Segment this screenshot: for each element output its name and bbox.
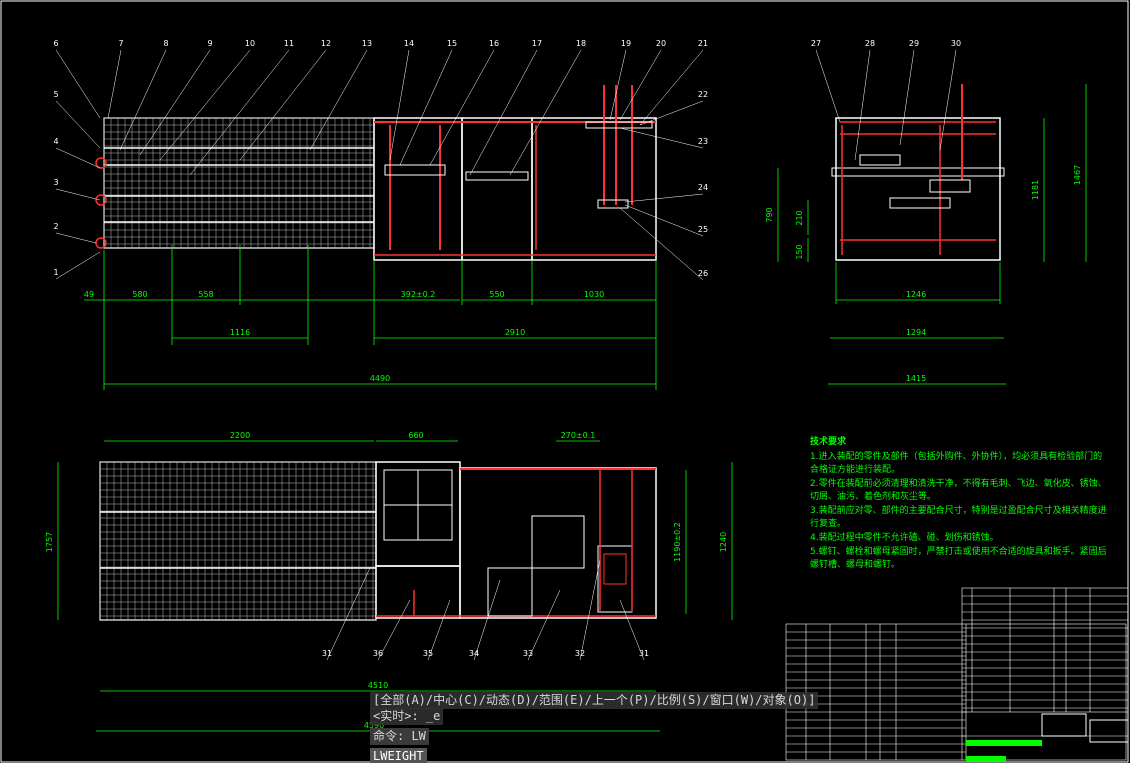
technical-notes: 技术要求 1.进入装配的零件及部件（包括外购件、外协件），均必须具有检验部门的合… xyxy=(810,436,1110,573)
note-item: 3.装配前应对零、部件的主要配合尺寸，特别是过盈配合尺寸及相关精度进行复查。 xyxy=(810,506,1107,529)
balloon-6: 6 xyxy=(53,39,58,48)
balloon-28: 28 xyxy=(865,39,875,48)
balloon-12: 12 xyxy=(321,39,331,48)
dim-1030: 1030 xyxy=(584,290,604,299)
dim-1190: 1190±0.2 xyxy=(673,522,682,562)
dim-49: 49 xyxy=(84,290,94,299)
balloon-18: 18 xyxy=(576,39,586,48)
notes-title: 技术要求 xyxy=(810,437,847,447)
dim-550: 550 xyxy=(489,290,504,299)
balloon-15: 15 xyxy=(447,39,457,48)
dim-1116: 1116 xyxy=(230,328,250,337)
balloon-30: 30 xyxy=(951,39,961,48)
balloon-11: 11 xyxy=(284,39,294,48)
dim-660: 660 xyxy=(408,431,423,440)
balloon-32: 32 xyxy=(575,649,585,658)
front-frame-section-a xyxy=(373,117,463,261)
dim-4510: 4510 xyxy=(368,681,388,690)
balloon-1: 1 xyxy=(53,268,58,277)
balloon-20: 20 xyxy=(656,39,666,48)
dim-790: 790 xyxy=(765,207,774,222)
balloon-4: 4 xyxy=(53,137,58,146)
dim-1294: 1294 xyxy=(906,328,926,337)
dim-4490: 4490 xyxy=(370,374,390,383)
dim-392: 392±0.2 xyxy=(401,290,436,299)
balloon-29: 29 xyxy=(909,39,919,48)
front-view[interactable]: 49 580 558 392±0.2 550 1030 1116 2910 44… xyxy=(53,39,708,390)
balloon-26: 26 xyxy=(698,269,708,278)
balloon-31: 31 xyxy=(322,649,332,658)
front-frame-section-c xyxy=(531,117,657,261)
note-item: 5.螺钉、螺栓和螺母紧固时，严禁打击或使用不合适的旋具和扳手。紧固后螺钉槽、螺母… xyxy=(810,547,1107,570)
dim-1467: 1467 xyxy=(1073,165,1082,185)
balloon-23: 23 xyxy=(698,137,708,146)
note-item: 4.装配过程中零件不允许磕、碰、划伤和锈蚀。 xyxy=(810,533,999,543)
balloon-22: 22 xyxy=(698,90,708,99)
balloon-34: 34 xyxy=(469,649,479,658)
dim-558: 558 xyxy=(198,290,213,299)
front-frame-section-b xyxy=(461,117,533,261)
balloon-21: 21 xyxy=(698,39,708,48)
balloon-35: 35 xyxy=(423,649,433,658)
dim-1757: 1757 xyxy=(45,532,54,552)
balloon-13: 13 xyxy=(362,39,372,48)
dim-270: 270±0.1 xyxy=(561,431,596,440)
command-history-line-1: [全部(A)/中心(C)/动态(D)/范围(E)/上一个(P)/比例(S)/窗口… xyxy=(370,692,819,709)
dim-2200: 2200 xyxy=(230,431,250,440)
balloon-33: 33 xyxy=(523,649,533,658)
balloon-7: 7 xyxy=(118,39,123,48)
balloon-14: 14 xyxy=(404,39,414,48)
balloon-24: 24 xyxy=(698,183,708,192)
balloon-19: 19 xyxy=(621,39,631,48)
command-prompt: 命令: LW xyxy=(370,728,429,745)
balloon-8: 8 xyxy=(163,39,168,48)
balloon-31: 31 xyxy=(639,649,649,658)
balloon-16: 16 xyxy=(489,39,499,48)
balloon-27: 27 xyxy=(811,39,821,48)
dim-4590: 4590 xyxy=(364,721,384,730)
side-view[interactable]: 1467 1181 790 210 150 1246 1294 1415 27 2… xyxy=(765,39,1087,385)
balloon-9: 9 xyxy=(207,39,212,48)
balloon-36: 36 xyxy=(373,649,383,658)
note-item: 2.零件在装配前必须清理和清洗干净，不得有毛刺、飞边、氧化皮、锈蚀、切屑、油污、… xyxy=(810,479,1107,502)
dim-580: 580 xyxy=(132,290,147,299)
balloon-17: 17 xyxy=(532,39,542,48)
front-conveyor-frame xyxy=(103,117,375,249)
dim-150: 150 xyxy=(795,244,804,259)
dim-1240: 1240 xyxy=(719,532,728,552)
dim-210: 210 xyxy=(795,210,804,225)
balloon-25: 25 xyxy=(698,225,708,234)
balloon-3: 3 xyxy=(53,178,58,187)
dim-2910: 2910 xyxy=(505,328,525,337)
balloon-10: 10 xyxy=(245,39,255,48)
title-block[interactable] xyxy=(785,587,1129,762)
balloon-5: 5 xyxy=(53,90,58,99)
command-history-line-2: <实时>: _e xyxy=(370,708,444,725)
dim-1181: 1181 xyxy=(1031,180,1040,200)
dim-1415: 1415 xyxy=(906,374,926,383)
dim-1246: 1246 xyxy=(906,290,926,299)
note-item: 1.进入装配的零件及部件（包括外购件、外协件），均必须具有检验部门的合格证方能进… xyxy=(810,452,1103,475)
command-input[interactable]: LWEIGHT xyxy=(370,748,427,763)
balloon-2: 2 xyxy=(53,222,58,231)
top-view[interactable]: 2200 660 270±0.1 1757 1190±0.2 1240 4510… xyxy=(45,431,733,732)
